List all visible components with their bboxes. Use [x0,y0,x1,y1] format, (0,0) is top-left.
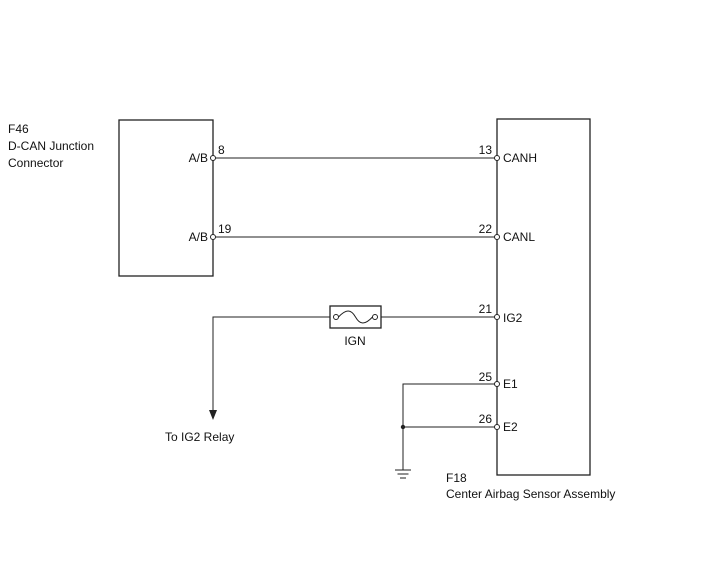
f18-pin21-number: 21 [479,302,493,316]
f18-pin22-label: CANL [503,230,535,244]
ground-icon [395,469,411,479]
ig2-relay-wire [212,316,330,412]
f46-pin8-number: 8 [218,143,225,157]
f18-assembly-box [496,118,591,476]
f18-pin13-terminal [494,155,500,161]
fuse-icon [329,305,382,329]
f46-pin8-label: A/B [189,151,208,165]
f18-pin13-label: CANH [503,151,537,165]
f46-name-line1: D-CAN Junction [8,139,94,153]
f46-pin8-terminal [210,155,216,161]
f46-pin19-terminal [210,234,216,240]
f18-pin21-terminal [494,314,500,320]
f18-pin26-terminal [494,424,500,430]
arrow-down-icon [209,410,217,420]
e1-ground-wire [402,383,497,470]
f46-pin19-label: A/B [189,230,208,244]
splice-point [400,424,406,430]
f18-pin22-number: 22 [479,222,493,236]
f18-pin22-terminal [494,234,500,240]
f18-pin25-terminal [494,381,500,387]
f18-pin26-label: E2 [503,420,518,434]
f18-pin21-label: IG2 [503,311,523,325]
f18-name: Center Airbag Sensor Assembly [446,487,615,501]
f18-id: F18 [446,471,467,485]
fuse-label: IGN [344,334,365,348]
f46-connector-box [118,119,214,277]
f46-pin19-number: 19 [218,222,232,236]
f18-pin13-number: 13 [479,143,493,157]
ig2-relay-destination: To IG2 Relay [165,430,234,444]
f18-pin26-number: 26 [479,412,493,426]
f46-name-line2: Connector [8,156,63,170]
f18-pin25-label: E1 [503,377,518,391]
f46-id: F46 [8,122,29,136]
f18-pin25-number: 25 [479,370,493,384]
